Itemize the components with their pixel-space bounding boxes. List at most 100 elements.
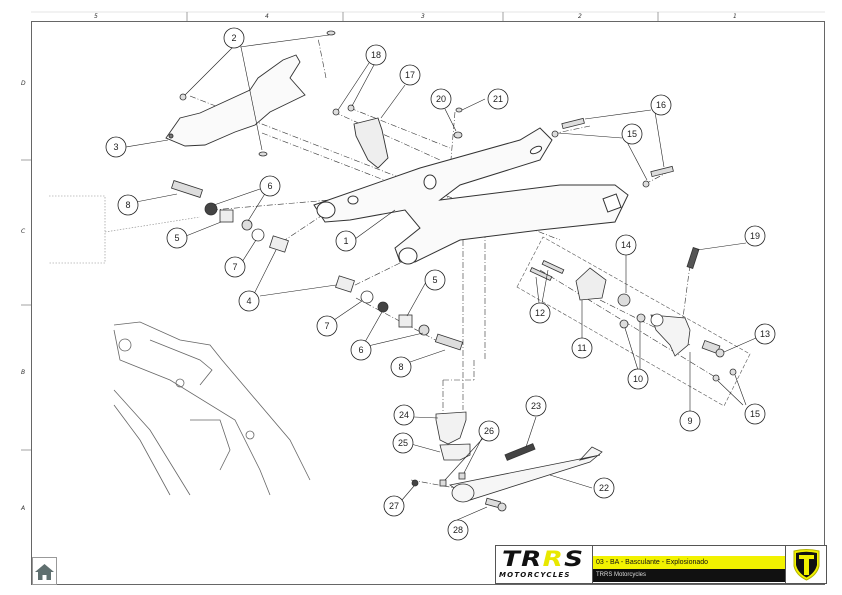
leader-line bbox=[125, 139, 169, 148]
leader-line bbox=[717, 380, 744, 406]
sheet-subtitle: TRRS Motorcycles bbox=[593, 569, 785, 582]
leader-line bbox=[351, 62, 376, 107]
title-block: TRRS MOTORCYCLES 03 - BA - Basculante - … bbox=[495, 545, 827, 584]
callout-bubble: 11 bbox=[571, 337, 593, 359]
leader-line bbox=[734, 374, 747, 406]
leader-line bbox=[541, 269, 549, 304]
callout-circle bbox=[238, 290, 260, 312]
callout-circle bbox=[529, 302, 551, 324]
callout-bubble: 6 bbox=[350, 339, 372, 361]
zone-column-label: 5 bbox=[94, 13, 98, 20]
callout-number: 12 bbox=[535, 308, 545, 318]
callout-circle bbox=[350, 339, 372, 361]
leader-line bbox=[525, 416, 537, 448]
callout-bubble: 6 bbox=[259, 175, 281, 197]
callout-bubble: 19 bbox=[744, 225, 766, 247]
callout-number: 5 bbox=[174, 233, 179, 243]
leader-line bbox=[239, 34, 330, 48]
callout-circle bbox=[259, 175, 281, 197]
logo-text-r: R bbox=[542, 547, 565, 571]
sheet-title: 03 - BA - Basculante - Explosionado bbox=[593, 556, 785, 569]
callout-circle bbox=[754, 323, 776, 345]
callout-bubble: 5 bbox=[166, 227, 188, 249]
callout-number: 5 bbox=[432, 275, 437, 285]
trrs-logo: TRRS MOTORCYCLES bbox=[496, 546, 593, 583]
callout-circle bbox=[166, 227, 188, 249]
callout-bubble: 4 bbox=[238, 290, 260, 312]
callout-number: 25 bbox=[398, 438, 408, 448]
callout-circle bbox=[447, 519, 469, 541]
leader-line bbox=[380, 84, 406, 119]
callout-circle bbox=[744, 225, 766, 247]
logo-text-tr: TR bbox=[502, 547, 543, 571]
callout-bubble: 17 bbox=[399, 64, 421, 86]
leader-line bbox=[213, 188, 261, 206]
callout-bubble: 2 bbox=[223, 27, 245, 49]
leader-line bbox=[240, 46, 263, 151]
callout-circle bbox=[744, 403, 766, 425]
leader-line bbox=[626, 141, 648, 181]
callout-number: 23 bbox=[531, 401, 541, 411]
callout-number: 4 bbox=[246, 296, 251, 306]
leader-line bbox=[401, 485, 415, 501]
zone-column-label: 4 bbox=[265, 13, 269, 20]
callout-circle bbox=[390, 356, 412, 378]
frame-location-inset bbox=[113, 321, 311, 496]
callout-bubble: 7 bbox=[316, 315, 338, 337]
callout-circle bbox=[223, 27, 245, 49]
callout-bubble: 18 bbox=[365, 44, 387, 66]
callout-number: 17 bbox=[405, 70, 415, 80]
zone-column-label: 2 bbox=[578, 13, 582, 20]
callout-bubble: 1 bbox=[335, 230, 357, 252]
callout-circle bbox=[392, 432, 414, 454]
callout-circle bbox=[650, 94, 672, 116]
zone-row-label: D bbox=[21, 80, 26, 87]
drawing-frame bbox=[21, 11, 825, 585]
callout-number: 8 bbox=[125, 200, 130, 210]
callout-number: 7 bbox=[232, 262, 237, 272]
callout-bubble: 7 bbox=[224, 256, 246, 278]
zone-row-label: B bbox=[21, 369, 26, 376]
callout-circle bbox=[487, 88, 509, 110]
callout-bubble: 26 bbox=[478, 420, 500, 442]
callout-circle bbox=[393, 404, 415, 426]
leader-line bbox=[549, 474, 593, 489]
trrs-shield-emblem-icon bbox=[793, 549, 820, 581]
leader-line bbox=[247, 191, 267, 222]
leader-line bbox=[185, 221, 222, 237]
leader-line bbox=[364, 311, 383, 343]
leader-line bbox=[259, 284, 337, 297]
callout-circle bbox=[335, 230, 357, 252]
callout-circle bbox=[365, 44, 387, 66]
callout-circle bbox=[627, 368, 649, 390]
zone-row-label: A bbox=[21, 505, 26, 512]
callout-number: 11 bbox=[577, 343, 586, 353]
logo-text-s: S bbox=[564, 547, 585, 571]
leader-line bbox=[463, 435, 484, 474]
callout-number: 6 bbox=[267, 181, 272, 191]
leader-line bbox=[409, 349, 446, 363]
callout-circle bbox=[679, 410, 701, 432]
leader-line bbox=[252, 249, 277, 297]
callout-number: 14 bbox=[621, 240, 631, 250]
leader-line bbox=[723, 337, 757, 353]
leader-lines bbox=[125, 34, 757, 521]
callout-circle bbox=[571, 337, 593, 359]
leader-line bbox=[413, 416, 439, 419]
callout-bubble: 15 bbox=[621, 123, 643, 145]
zone-column-label: 3 bbox=[421, 13, 425, 20]
logo-subtitle: MOTORCYCLES bbox=[499, 571, 571, 579]
callout-circle bbox=[424, 269, 446, 291]
callout-bubble: 14 bbox=[615, 234, 637, 256]
callout-bubble: 20 bbox=[430, 88, 452, 110]
home-button[interactable] bbox=[32, 557, 57, 585]
callout-bubble: 8 bbox=[390, 356, 412, 378]
callout-circle bbox=[615, 234, 637, 256]
callout-bubble: 27 bbox=[383, 495, 405, 517]
logo-wordmark: TRRS bbox=[502, 547, 584, 571]
callout-bubble: 25 bbox=[392, 432, 414, 454]
callout-number: 1 bbox=[343, 236, 348, 246]
